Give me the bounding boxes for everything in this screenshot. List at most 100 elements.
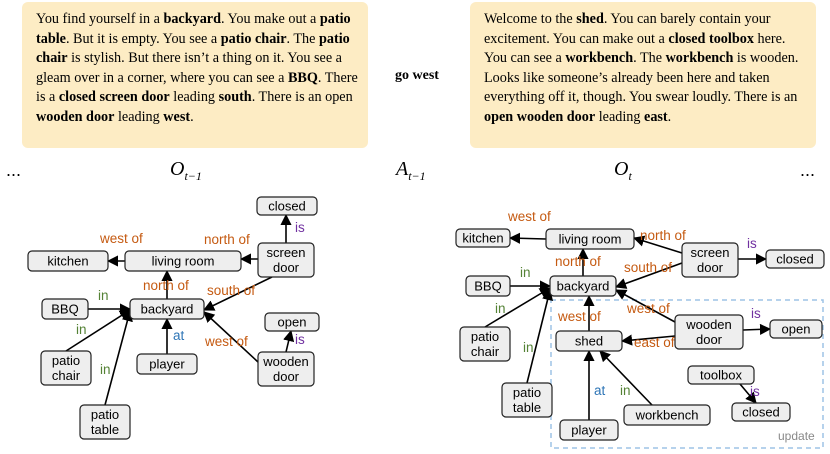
observation-curr-text: Welcome to the shed. You can barely cont… [470, 2, 816, 148]
symbol-o-prev: Ot−1 [170, 158, 202, 183]
graph-node: BBQ [465, 275, 511, 297]
graph-node: kitchen [455, 228, 511, 248]
graph-node: backyard [129, 298, 205, 320]
text-run: leading [114, 108, 164, 125]
edge-label: in [100, 362, 111, 377]
graph-node: living room [545, 228, 635, 250]
action-label: go west [395, 68, 439, 83]
text-run: . You make out a [220, 11, 320, 27]
graph-node: kitchen [27, 250, 109, 272]
symbol-a-prev: At−1 [396, 158, 426, 183]
graph-node-label: closed [776, 252, 814, 267]
text-run: . But it is empty. You see a [65, 30, 221, 47]
graph-node-label: living room [152, 254, 215, 269]
graph-node: toolbox [687, 365, 755, 385]
graph-node-label: BBQ [474, 279, 501, 294]
graph-node-label: door [696, 332, 723, 347]
edge-label: in [523, 340, 534, 355]
graph-node-label: open [278, 315, 307, 330]
symbol-o-curr: Ot [614, 158, 632, 183]
edge-label: east of [634, 335, 675, 350]
edge-label: west of [507, 209, 551, 224]
graph-node: shed [555, 330, 623, 352]
graph-node-label: workbench [635, 408, 699, 423]
graph-node-label: player [149, 357, 185, 372]
edge-label: in [620, 383, 631, 398]
graph-edge [615, 289, 676, 323]
graph-node-label: patio [91, 407, 119, 422]
edge-label: at [594, 383, 606, 398]
graph-node: backyard [549, 275, 617, 297]
graph-edge [203, 311, 259, 363]
graph-node: player [559, 419, 619, 441]
edge-label: north of [143, 278, 189, 293]
edge-label: in [520, 265, 531, 280]
edge-label: in [76, 322, 87, 337]
graph-node-label: table [91, 422, 119, 437]
edge-label: at [173, 328, 185, 343]
bold-entity: east [644, 108, 668, 125]
graph-node-label: BBQ [51, 302, 78, 317]
text-run: . There is a [36, 69, 358, 106]
text-run: . There is an open [251, 89, 353, 106]
bold-entity: patio table [36, 11, 351, 47]
update-region-box [550, 299, 824, 449]
text-run: is stylish. But there isn’t a thing on i… [36, 50, 342, 86]
edge-label: west of [99, 231, 143, 246]
graph-node-label: door [697, 260, 724, 275]
graph-node-label: patio [52, 353, 80, 368]
text-run: is wooden. Looks like someone’s already … [484, 50, 799, 106]
graph-edge [104, 309, 133, 406]
graph-edge [739, 383, 757, 404]
graph-node-label: patio [471, 329, 499, 344]
ellipsis-right: ... [800, 160, 816, 180]
edge-label: west of [557, 309, 601, 324]
graph-edge [620, 334, 676, 346]
graph-node: living room [124, 250, 242, 272]
edge-label: is [751, 306, 761, 321]
text-run: You find yourself in a [36, 11, 164, 27]
graph-edge [484, 287, 551, 328]
bold-entity: south [218, 89, 252, 106]
text-run: . You can barely contain your excitement… [484, 11, 771, 47]
bold-entity: patio chair [220, 30, 287, 47]
graph-edge [742, 323, 772, 335]
edge-label: is [295, 220, 305, 235]
graph-node-label: table [513, 400, 541, 415]
bold-entity: patio chair [36, 30, 350, 67]
graph-node-label: door [273, 369, 300, 384]
update-label: update [778, 429, 815, 443]
graph-edge [614, 262, 683, 289]
graph-node-label: patio [513, 385, 541, 400]
graph-edge [508, 232, 547, 244]
graph-edge [632, 235, 683, 254]
bold-entity: shed [576, 11, 604, 27]
observation-prev-text: You find yourself in a backyard. You mak… [22, 2, 368, 148]
edge-label: west of [626, 301, 670, 316]
edge-label: in [495, 301, 506, 316]
edge-label: in [98, 288, 109, 303]
graph-node-label: chair [52, 368, 81, 383]
graph-node: open [769, 319, 823, 339]
graph-node-label: shed [575, 334, 603, 349]
graph-node: workbench [623, 404, 711, 426]
bold-entity: wooden door [36, 108, 115, 125]
text-run: leading [169, 89, 219, 106]
bold-entity: west [163, 108, 191, 125]
graph-node-label: kitchen [47, 254, 88, 269]
bold-entity: workbench [665, 50, 734, 67]
text-run: here. You can see a [484, 30, 786, 67]
graph-node-label: screen [266, 245, 305, 260]
text-run: leading [595, 108, 645, 125]
bold-entity: backyard [163, 11, 221, 27]
graph-node-label: closed [268, 199, 306, 214]
text-run: . [190, 108, 194, 125]
ellipsis-left: ... [6, 160, 22, 180]
graph-node-label: screen [690, 245, 729, 260]
